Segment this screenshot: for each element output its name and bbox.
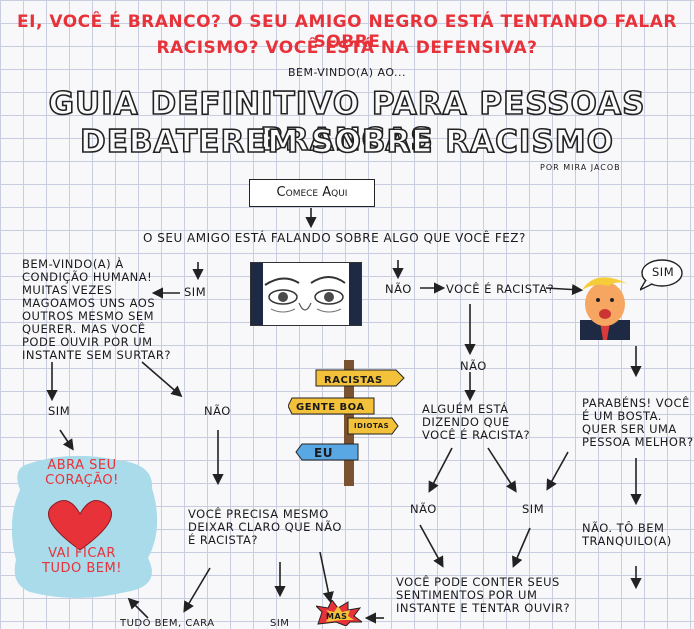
sign-label-gente-boa: Gente boa <box>296 402 365 413</box>
contain-feelings-text: Você pode conter seus sentimentos por um… <box>396 575 571 615</box>
page-title-line-1: Guia definitivo para pessoas brancas <box>48 85 646 159</box>
sign-label-eu: EU <box>314 446 333 460</box>
human-condition-text: Bem-vindo(a) à condição humana! Muitas v… <box>22 257 171 362</box>
signpost-illustration <box>288 360 405 486</box>
speech-bubble-text: SIM <box>652 265 675 279</box>
worried-eyes-illustration <box>250 262 362 326</box>
nao-label-b: NÃO <box>204 404 231 418</box>
sign-label-racistas: Racistas <box>324 375 383 386</box>
sim-left-label: SIM <box>184 285 207 299</box>
welcome-text: Bem-vindo(a) ao... <box>287 66 407 79</box>
byline: POR MIRA JACOB <box>540 163 621 172</box>
heart-cloud-illustration <box>12 455 158 598</box>
mas-label: MAS <box>326 612 348 621</box>
open-heart-text: Abra seu coração! <box>45 458 119 488</box>
speech-bubble <box>640 259 683 291</box>
need-clear-text: Você precisa mesmo deixar claro que não … <box>188 507 342 547</box>
nao-right-label: NÃO <box>385 282 412 296</box>
intro-question-line-2: racismo? Você está na defensiva? <box>156 38 538 58</box>
no-fine-text: Não. Tô bem tranquilo(a) <box>582 521 672 548</box>
sign-label-idiotas: Idiotas <box>354 422 390 430</box>
intro-question-line-1: Ei, você é branco? O seu amigo negro est… <box>17 12 677 52</box>
all-good-text: Vai ficar tudo bem! <box>42 546 122 576</box>
are-you-racist-question: Você é racista? <box>446 282 555 296</box>
start-box: Comece Aqui <box>249 179 375 207</box>
nao-label-a: NÃO <box>460 359 487 373</box>
congrats-text: Parabéns! Você é um bosta. Quer ser uma … <box>582 396 694 449</box>
sim-label-c: SIM <box>522 502 545 516</box>
page-title-line-2: debaterem sobre racismo <box>79 123 614 161</box>
nao-label-c: NÃO <box>410 502 437 516</box>
someone-says-text: Alguém está dizendo que você é racista? <box>422 402 531 442</box>
trump-caricature-illustration <box>580 277 630 340</box>
sim-label-a: SIM <box>48 404 71 418</box>
main-question: O seu amigo está falando sobre algo que … <box>143 231 526 245</box>
